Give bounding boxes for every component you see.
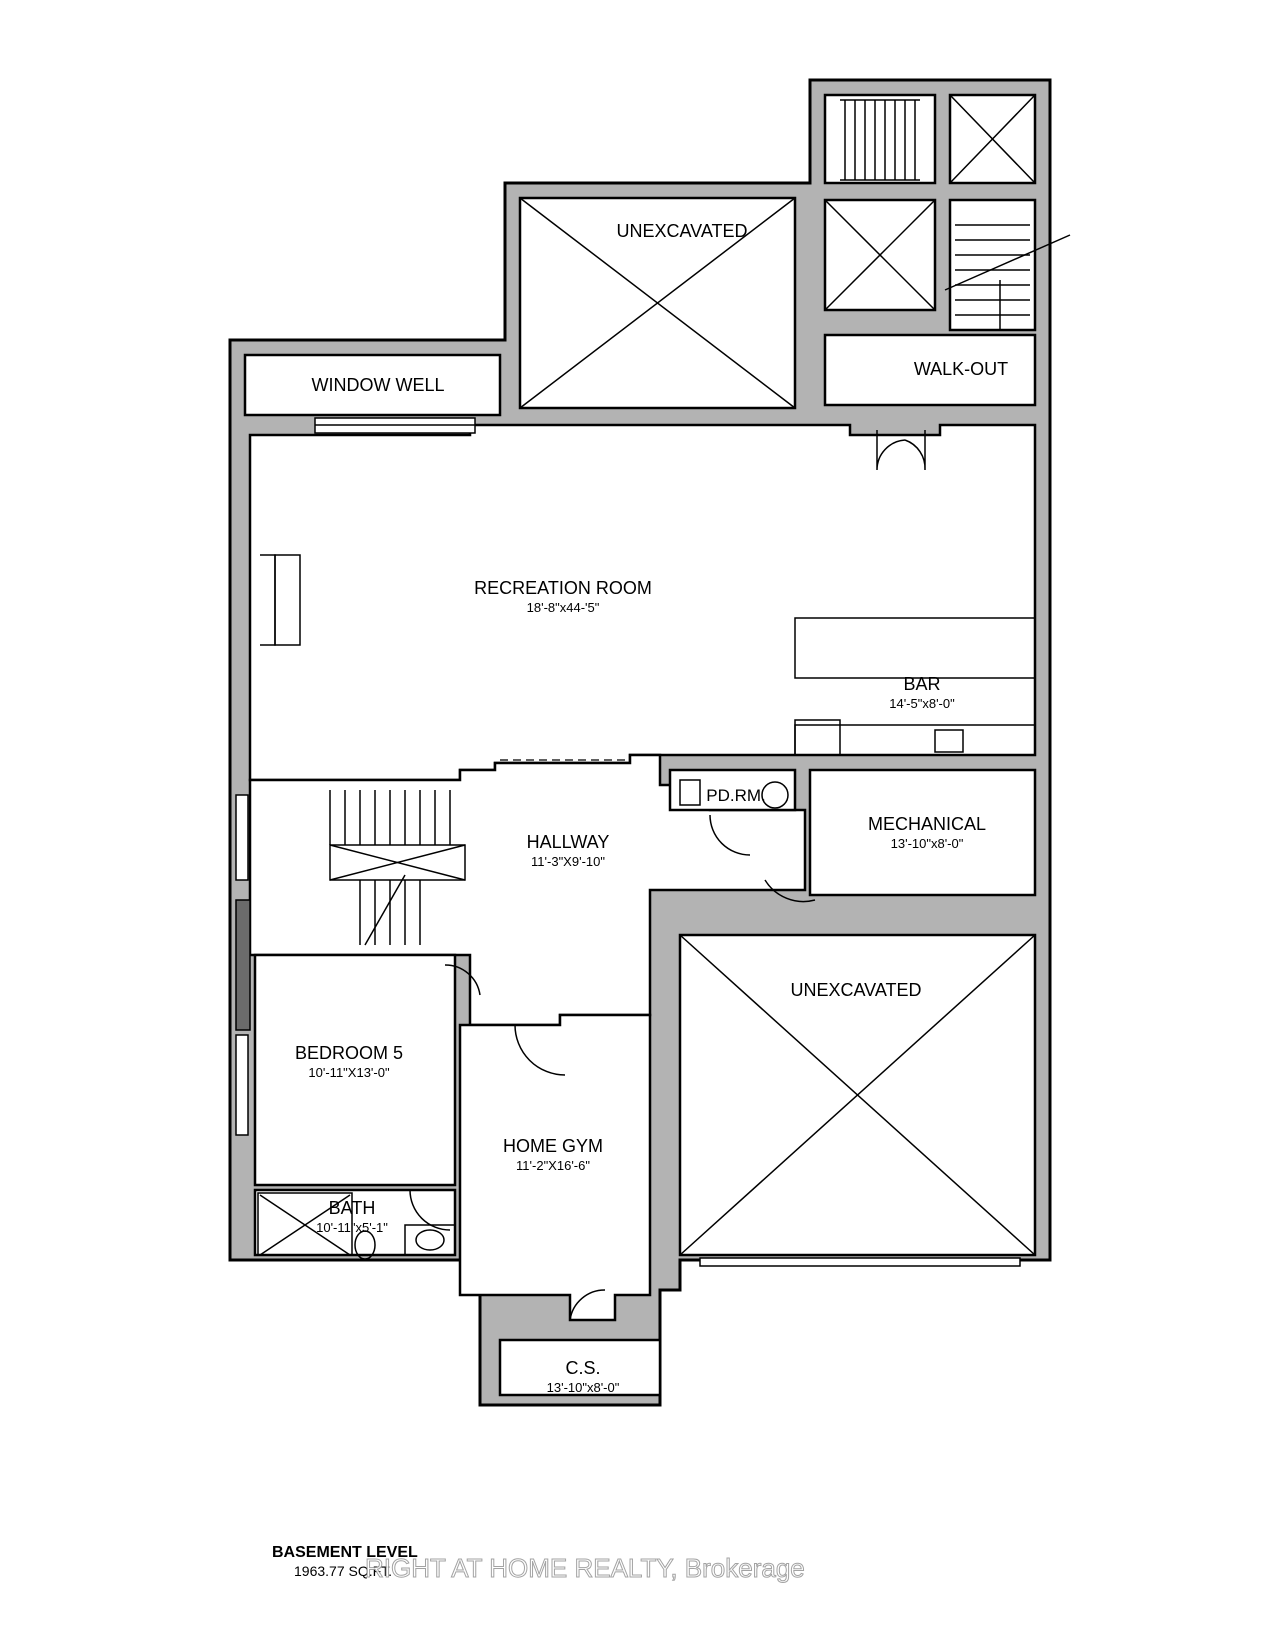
dims-recreation-room: 18'-8"x44-'5": [527, 600, 600, 615]
room-labels: UNEXCAVATED WINDOW WELL WALK-OUT RECREAT…: [295, 221, 1008, 1395]
windows: [235, 417, 1021, 1267]
toilet-icon: [679, 779, 701, 806]
dims-cs: 13'-10"x8'-0": [547, 1380, 620, 1395]
label-recreation-room: RECREATION ROOM: [474, 578, 652, 598]
label-pd-rm: PD.RM.: [706, 786, 766, 805]
dims-bar: 14'-5"x8'-0": [889, 696, 955, 711]
label-mechanical: MECHANICAL: [868, 814, 986, 834]
label-hallway: HALLWAY: [527, 832, 610, 852]
void-marks: [257, 94, 1036, 1256]
level-title: BASEMENT LEVEL: [272, 1544, 418, 1561]
label-cs: C.S.: [565, 1358, 600, 1378]
bath-sink-icon: [415, 1229, 445, 1251]
label-bar: BAR: [903, 674, 940, 694]
bath-toilet-icon: [354, 1230, 376, 1260]
stairs: [329, 99, 1071, 946]
fixtures: [260, 554, 1036, 1260]
dims-bath: 10'-11"x5'-1": [316, 1220, 388, 1235]
label-walk-out: WALK-OUT: [914, 359, 1008, 379]
label-window-well: WINDOW WELL: [312, 375, 445, 395]
label-bath: BATH: [329, 1198, 376, 1218]
bar-counter: [794, 617, 1036, 679]
label-unexcavated-bottom: UNEXCAVATED: [790, 980, 921, 1000]
bar-appliance: [794, 719, 841, 756]
dims-home-gym: 11'-2"X16'-6": [516, 1158, 590, 1173]
label-unexcavated-top: UNEXCAVATED: [616, 221, 747, 241]
label-bedroom-5: BEDROOM 5: [295, 1043, 403, 1063]
bar-sink-icon: [934, 729, 964, 753]
footer: BASEMENT LEVEL 1963.77 SQ.FT. RIGHT AT H…: [272, 1544, 805, 1584]
doors: [409, 430, 926, 1321]
watermark: RIGHT AT HOME REALTY, Brokerage: [365, 1553, 805, 1583]
sink-icon: [761, 781, 789, 809]
dims-hallway: 11'-3"X9'-10": [531, 854, 605, 869]
dims-bedroom-5: 10'-11"X13'-0": [308, 1065, 390, 1080]
dims-mechanical: 13'-10"x8'-0": [891, 836, 964, 851]
level-area: 1963.77 SQ.FT.: [294, 1563, 392, 1579]
label-home-gym: HOME GYM: [503, 1136, 603, 1156]
